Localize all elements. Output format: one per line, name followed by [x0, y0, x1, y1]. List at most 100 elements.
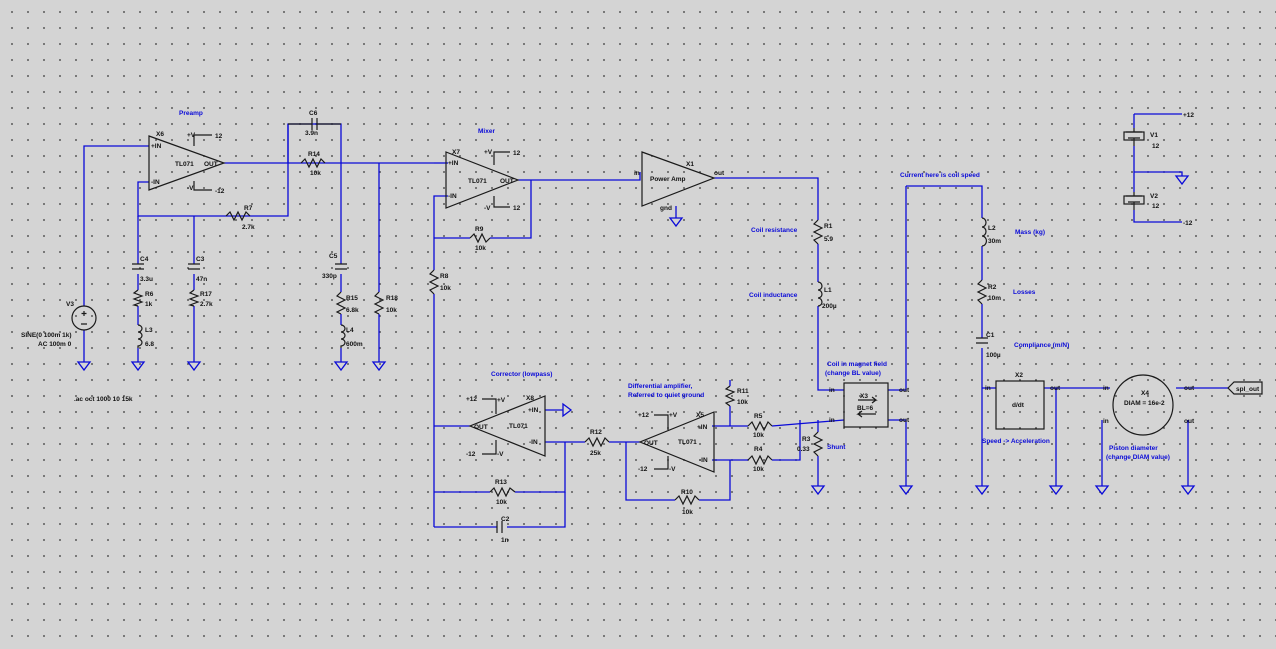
c5-value: 330p — [322, 273, 337, 280]
x3-out2: out — [899, 417, 910, 424]
r10-body — [674, 494, 700, 506]
opamp-x5[interactable]: X5 +IN -IN TL071 OUT +V -V +12 -12 — [638, 411, 715, 473]
x6-vn: -V — [187, 185, 194, 192]
r5-body — [747, 420, 773, 432]
x7-rail-p: 12 — [513, 150, 521, 157]
r5-ref: R5 — [754, 413, 763, 420]
opamp-x6[interactable]: X6 +IN -IN TL071 OUT +V -V 12 -12 — [148, 131, 226, 195]
r3-value: 0.33 — [797, 446, 810, 453]
c1-body — [976, 337, 988, 344]
r15-value: 6.8k — [346, 307, 359, 314]
v2-ref: V2 — [1150, 193, 1158, 200]
x7-model: TL071 — [468, 178, 487, 185]
x3-ref: X3 — [860, 393, 868, 400]
label-coil-field-2: (change BL value) — [825, 370, 881, 377]
r11-body — [724, 385, 736, 407]
r6-ref: R6 — [145, 291, 154, 298]
x5-rail-p: +12 — [638, 412, 649, 419]
label-diffamp-1: Differential amplifier, — [628, 383, 692, 390]
x6-rail-n: -12 — [215, 188, 225, 195]
label-speed-accel: Speed -> Acceleration — [982, 438, 1050, 445]
label-shunt: Shunt — [827, 444, 846, 451]
label-preamp: Preamp — [179, 110, 203, 117]
x3-out1: out — [899, 387, 910, 394]
label-diffamp-2: Referred to quiet ground — [628, 392, 704, 399]
r8-body — [428, 269, 440, 295]
r17-value: 2.7k — [200, 301, 213, 308]
r4-ref: R4 — [754, 446, 763, 453]
x5-vn: -V — [669, 466, 676, 473]
annotations: Preamp Mixer Corrector (lowpass) Differe… — [74, 110, 1170, 461]
c6-ref: C6 — [309, 110, 318, 117]
x4-value: DIAM = 16e-2 — [1124, 400, 1165, 407]
r7-body — [225, 210, 251, 222]
supply-v1[interactable]: V1 12 +12 — [1123, 112, 1194, 150]
r11-value: 10k — [737, 399, 748, 406]
r17-body — [187, 289, 200, 307]
r17-ref: R17 — [200, 291, 212, 298]
label-losses: Losses — [1013, 289, 1036, 296]
r14-body — [300, 157, 326, 169]
c2-body — [496, 521, 503, 533]
r1-value: 5.9 — [824, 236, 833, 243]
wires — [83, 113, 1228, 528]
r8-ref: R8 — [440, 273, 449, 280]
r9-body — [469, 232, 491, 244]
x7-ref: X7 — [452, 149, 460, 156]
x8-rail-n: -12 — [466, 451, 476, 458]
v2-net: -12 — [1183, 220, 1193, 227]
l2-ref: L2 — [988, 225, 996, 232]
ground-symbols — [76, 175, 1196, 496]
r13-body — [489, 486, 516, 498]
power-amp-x1[interactable]: X1 Power Amp in out gnd — [634, 151, 725, 212]
x8-out: OUT — [474, 424, 488, 431]
supply-v2[interactable]: V2 12 -12 — [1123, 192, 1193, 227]
x2-out: out — [1050, 385, 1061, 392]
opamp-x8[interactable]: X8 +IN -IN TL071 OUT +V -V +12 -12 — [466, 395, 546, 458]
r5-value: 10k — [753, 432, 764, 439]
block-x4-piston[interactable]: X4 DIAM = 16e-2 in out in out — [1103, 374, 1195, 436]
r6-value: 1k — [145, 301, 153, 308]
v1-net: +12 — [1183, 112, 1194, 119]
v1-ref: V1 — [1150, 132, 1158, 139]
x7-vn: -V — [484, 205, 491, 212]
label-piston-2: (change DIAM value) — [1106, 454, 1170, 461]
x8-rail-p: +12 — [466, 396, 477, 403]
r9-value: 10k — [475, 245, 486, 252]
x4-out1: out — [1184, 385, 1195, 392]
x5-inn: -IN — [699, 457, 708, 464]
l1-body — [817, 281, 823, 307]
source-v3[interactable]: V3 SINE(0 100m 1k) AC 100m 0 — [21, 301, 97, 348]
r6-body — [131, 289, 144, 307]
inductors[interactable] — [137, 217, 987, 348]
x2-ref: X2 — [1015, 372, 1023, 379]
resistors[interactable] — [131, 157, 988, 506]
l3-ref: L3 — [145, 327, 153, 334]
label-coil-inductance: Coil inductance — [749, 292, 798, 299]
c6-body — [288, 118, 341, 130]
opamp-x7[interactable]: X7 +IN -IN TL071 OUT +V -V 12 12 — [445, 149, 521, 212]
x4-in2: in — [1103, 418, 1109, 425]
l2-value: 30m — [988, 238, 1001, 245]
x1-ref: X1 — [686, 161, 694, 168]
r15-ref: R15 — [346, 295, 358, 302]
r18-value: 10k — [386, 307, 397, 314]
x8-inp: +IN — [528, 407, 539, 414]
x6-out: OUT — [204, 161, 218, 168]
label-current-speed: Current here is coil speed — [900, 172, 980, 179]
v2-value: 12 — [1152, 203, 1160, 210]
net-flag-spl-out[interactable]: spl_out — [1227, 381, 1263, 395]
x2-in: in — [985, 385, 991, 392]
x3-value: BL=6 — [857, 405, 873, 412]
x1-gnd: gnd — [660, 205, 672, 212]
r14-ref: R14 — [308, 151, 320, 158]
x6-vp: +V — [187, 132, 196, 139]
l3-value: 6.8 — [145, 341, 154, 348]
block-x2[interactable]: X2 d/dt in out — [985, 372, 1061, 430]
capacitors[interactable] — [132, 118, 988, 533]
r9-ref: R9 — [475, 226, 484, 233]
block-x3[interactable]: X3 BL=6 in out in out — [829, 382, 910, 428]
x6-inn: -IN — [151, 179, 160, 186]
label-coil-resistance: Coil resistance — [751, 227, 798, 234]
